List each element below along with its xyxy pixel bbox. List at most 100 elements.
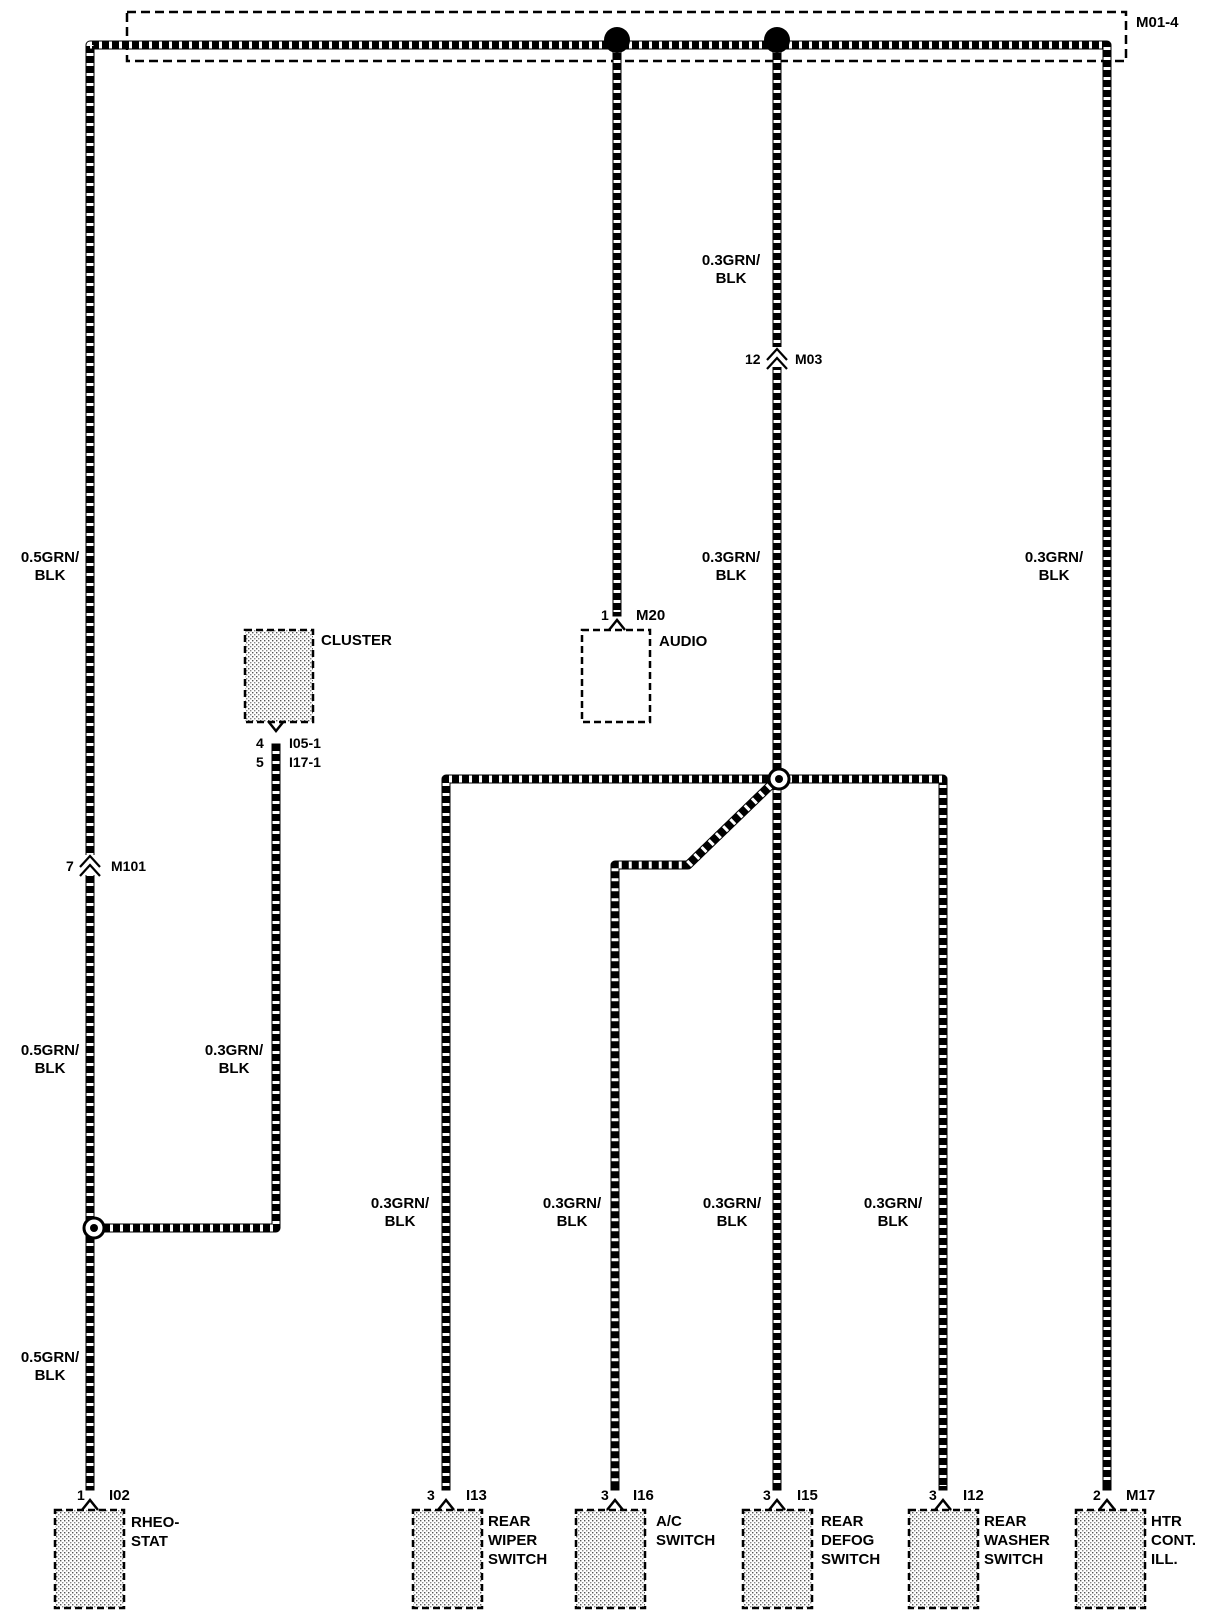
ac-switch-terminal <box>606 1497 624 1511</box>
wire-label: 0.3GRN/ <box>864 1195 923 1212</box>
wire-label: 0.5GRN/ <box>21 1349 80 1366</box>
htr-cont-connector: M17 <box>1126 1487 1155 1504</box>
rheostat-connector: I02 <box>109 1487 130 1504</box>
svg-text:0.3GRN/BLK: 0.3GRN/BLK <box>703 1195 762 1230</box>
rear-wiper-connector: I13 <box>466 1487 487 1504</box>
rheostat-box <box>53 1508 126 1610</box>
wire-label: BLK <box>35 1060 66 1077</box>
rear-wiper-terminal <box>437 1497 455 1511</box>
cluster-box <box>243 628 315 724</box>
component-rheostat: 1 I02 RHEO-STAT <box>53 1487 179 1610</box>
cluster-connector-b: I17-1 <box>289 754 321 770</box>
wire-branch-bus <box>441 774 948 1491</box>
svg-text:0.3GRN/BLK: 0.3GRN/BLK <box>1025 549 1084 584</box>
wire-cluster <box>85 743 281 1233</box>
rheostat-terminal <box>81 1497 99 1511</box>
wire-label: BLK <box>1039 567 1070 584</box>
svg-text:0.5GRN/BLK: 0.5GRN/BLK <box>21 549 80 584</box>
ac-switch-connector: I16 <box>633 1487 654 1504</box>
component-label: HTR <box>1151 1513 1182 1530</box>
rear-defog-connector: I15 <box>797 1487 818 1504</box>
rear-washer-connector: I12 <box>963 1487 984 1504</box>
wire-label: 0.5GRN/ <box>21 549 80 566</box>
wire-label: BLK <box>219 1060 250 1077</box>
wire-label: 0.3GRN/ <box>371 1195 430 1212</box>
rear-washer-pin: 3 <box>929 1487 937 1503</box>
wire-left-main <box>85 40 1112 1491</box>
wire-label: 0.3GRN/ <box>703 1195 762 1212</box>
wire-label: 0.3GRN/ <box>1025 549 1084 566</box>
component-label: REAR <box>488 1513 531 1530</box>
rheostat-pin: 1 <box>77 1487 85 1503</box>
svg-text:0.3GRN/BLK: 0.3GRN/BLK <box>702 549 761 584</box>
component-label: RHEO- <box>131 1514 179 1531</box>
splice-dot-audio <box>604 27 630 53</box>
inline-connector-m03: 12 M03 <box>745 347 822 370</box>
inline-connector-m101: 7 M101 <box>66 854 146 877</box>
wire-label: BLK <box>35 567 66 584</box>
component-label: WIPER <box>488 1532 537 1549</box>
component-ac-switch: 3 I16 A/C SWITCH <box>574 1487 715 1610</box>
m01-4-label: M01-4 <box>1136 14 1179 31</box>
cluster-terminal <box>267 720 285 734</box>
wire-ac-branch <box>610 772 784 1491</box>
m01-4-connector-box <box>125 10 1128 63</box>
wire-labels: 0.5GRN/BLK 0.5GRN/BLK 0.5GRN/BLK 0.3GRN/… <box>21 252 1084 1384</box>
m03-label: M03 <box>795 351 822 367</box>
audio-label: AUDIO <box>659 633 708 650</box>
svg-text:0.3GRN/BLK: 0.3GRN/BLK <box>543 1195 602 1230</box>
htr-cont-terminal <box>1098 1497 1116 1511</box>
audio-connector: M20 <box>636 607 665 624</box>
svg-text:0.3GRN/BLK: 0.3GRN/BLK <box>864 1195 923 1230</box>
wire-label: BLK <box>878 1213 909 1230</box>
component-label: REAR <box>821 1513 864 1530</box>
cluster-pin-a: 4 <box>256 735 264 751</box>
wire-label: BLK <box>716 270 747 287</box>
htr-cont-box <box>1074 1508 1147 1610</box>
wire-label: BLK <box>557 1213 588 1230</box>
audio-pin: 1 <box>601 607 609 623</box>
component-label: ILL. <box>1151 1551 1178 1568</box>
svg-text:0.3GRN/BLK: 0.3GRN/BLK <box>371 1195 430 1230</box>
component-label: A/C <box>656 1513 682 1530</box>
svg-text:0.3GRN/BLK: 0.3GRN/BLK <box>702 252 761 287</box>
component-rear-washer-switch: 3 I12 REAR WASHER SWITCH <box>907 1487 1050 1610</box>
component-label: DEFOG <box>821 1532 874 1549</box>
component-label: REAR <box>984 1513 1027 1530</box>
wire-label: 0.5GRN/ <box>21 1042 80 1059</box>
component-label: SWITCH <box>488 1551 547 1568</box>
audio-terminal <box>608 617 626 631</box>
ac-switch-box <box>574 1508 647 1610</box>
splice-dot-m03 <box>764 27 790 53</box>
wire-label: BLK <box>35 1367 66 1384</box>
rear-defog-terminal <box>768 1497 786 1511</box>
audio-box <box>580 628 652 724</box>
m03-pin: 12 <box>745 351 761 367</box>
rear-defog-box <box>741 1508 814 1610</box>
component-label: WASHER <box>984 1532 1050 1549</box>
ac-switch-pin: 3 <box>601 1487 609 1503</box>
component-label: CONT. <box>1151 1532 1196 1549</box>
cluster-component: CLUSTER 4 5 I05-1 I17-1 <box>243 628 392 770</box>
svg-text:0.5GRN/BLK: 0.5GRN/BLK <box>21 1042 80 1077</box>
wire-label: 0.3GRN/ <box>543 1195 602 1212</box>
component-label: SWITCH <box>984 1551 1043 1568</box>
wire-label: BLK <box>385 1213 416 1230</box>
wire-label: 0.3GRN/ <box>702 252 761 269</box>
wire-label: BLK <box>717 1213 748 1230</box>
cluster-label: CLUSTER <box>321 632 392 649</box>
rear-defog-pin: 3 <box>763 1487 771 1503</box>
wire-label: BLK <box>716 567 747 584</box>
component-label: SWITCH <box>656 1532 715 1549</box>
svg-text:0.5GRN/BLK: 0.5GRN/BLK <box>21 1349 80 1384</box>
m101-pin: 7 <box>66 858 74 874</box>
wire-label: 0.3GRN/ <box>702 549 761 566</box>
